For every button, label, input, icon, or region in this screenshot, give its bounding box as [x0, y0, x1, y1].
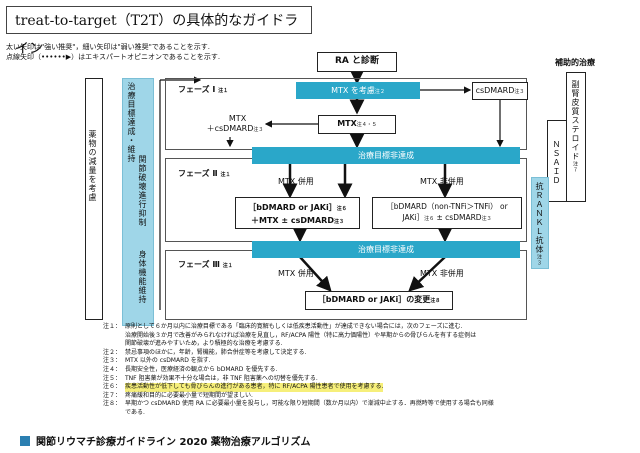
phase3-change-box: ［bDMARD or JAKi］の変更注８: [305, 291, 453, 310]
note-text: TNF 阻害薬が効果不十分な場合は，非 TNF 阻害薬への切替を優先する.: [125, 374, 318, 382]
notes: 注１：原則として６か月以内に治療目標である「臨床的寛解もしくは低疾患活動性」が達…: [103, 323, 618, 418]
target-label: 治療目標達成・維持: [127, 82, 136, 163]
mtx-box: MTX注４・５: [318, 115, 396, 134]
note-text: 原則として６か月以内に治療目標である「臨床的寛解もしくは低疾患活動性」が達成でき…: [125, 323, 463, 330]
function-label: 身体機能維持: [138, 250, 147, 304]
note-row: 治療開始後３か月で改善がみられなければ治療を見直し，RF/ACPA 陽性（特に高…: [103, 332, 618, 341]
phase2-label: フェーズ Ⅱ 注１: [178, 169, 231, 178]
drug-reduction-label: 薬物の減量を考慮: [88, 130, 97, 202]
joint-label: 関節破壊進行抑制: [138, 155, 147, 227]
note-row: 注４：長期安全性，医療経済の観点から bDMARD を優先する.: [103, 366, 618, 375]
mtx-plus-csdmard: MTX ＋csDMARD注３: [206, 114, 264, 133]
legend-line-1: 太い矢印は"強い推奨"，細い矢印は"弱い推奨"であることを示す.: [6, 43, 211, 51]
note-text: MTX 以外の csDMARD を指す.: [125, 357, 211, 365]
phase2-mtx-use: MTX 併用: [278, 177, 314, 186]
note-row: 注６：疾患活動性が低下しても骨びらんの進行がある患者，特に RF/ACPA 陽性…: [103, 383, 618, 392]
note-row: である.: [103, 409, 618, 418]
nsaid-label: ＮＳＡＩＤ: [552, 140, 561, 185]
note-text: 早期かつ csDMARD 使用 RA に必要最小量を投与し，可能な限り短期間（数…: [125, 400, 494, 408]
note-key: [103, 409, 125, 418]
note-text: である.: [125, 408, 145, 416]
band-fail-1: 治療目標非達成: [252, 147, 520, 164]
note-row: 注１：原則として６か月以内に治療目標である「臨床的寛解もしくは低疾患活動性」が達…: [103, 323, 618, 332]
note-text: 治療開始後３か月で改善がみられなければ治療を見直し，RF/ACPA 陽性（特に高…: [125, 331, 477, 339]
support-header: 補助的治療: [555, 58, 595, 67]
note-key: 注８：: [103, 400, 122, 408]
note-text: 疾患活動性が低下しても骨びらんの進行がある患者，特に RF/ACPA 陽性患者で…: [125, 383, 384, 392]
footer: 関節リウマチ診療ガイドライン 2020 薬物治療アルゴリズム: [20, 433, 311, 448]
note-row: 注２：禁忌事項のほかに，年齢，腎機能，肺合併症等を考慮して決定する.: [103, 349, 618, 358]
phase2-right-box: ［bDMARD（non-TNFi＞TNFi） or JAKi］注６ ± csDM…: [372, 197, 522, 229]
nsaid-column: [547, 120, 567, 202]
note-key: [103, 332, 125, 341]
note-key: [103, 340, 125, 349]
note-row: 注３：MTX 以外の csDMARD を指す.: [103, 357, 618, 366]
note-key: 注５：: [103, 374, 122, 382]
note-row: 関節破壊が進みやすいため，より積極的な治療を考慮する.: [103, 340, 618, 349]
note-text: 疼痛緩和目的に必要最小量で短期間が望ましい.: [125, 391, 253, 399]
note-key: 注２：: [103, 348, 122, 356]
note-key: 注６：: [103, 383, 122, 391]
phase1-band: MTX を考慮注２: [296, 82, 420, 99]
legend: 太い矢印は"強い推奨"，細い矢印は"弱い推奨"であることを示す. 点線矢印（••…: [6, 42, 326, 62]
steroid-label: 副腎皮質ステロイド注７: [571, 80, 580, 173]
note-row: 注８：早期かつ csDMARD 使用 RA に必要最小量を投与し，可能な限り短期…: [103, 400, 618, 409]
footer-title: 関節リウマチ診療ガイドライン 2020 薬物治療アルゴリズム: [36, 437, 311, 448]
note-row: 注７：疼痛緩和目的に必要最小量で短期間が望ましい.: [103, 392, 618, 401]
legend-line-2: 点線矢印（••••••▶）はエキスパートオピニオンであることを示す.: [6, 53, 221, 61]
note-key: 注４：: [103, 365, 122, 373]
note-key: 注１：: [103, 323, 122, 330]
note-key: 注７：: [103, 391, 122, 399]
anti-rankl-label: 抗ＲＡＮＫＬ抗体注３: [535, 182, 544, 266]
phase3-mtx-use: MTX 併用: [278, 269, 314, 278]
target-column: [122, 78, 154, 326]
note-text: 関節破壊が進みやすいため，より積極的な治療を考慮する.: [125, 340, 283, 348]
note-key: 注３：: [103, 357, 122, 365]
drug-reduction-box: [85, 78, 103, 320]
csdmard-box: csDMARD注３: [472, 82, 528, 100]
anti-rankl-column: [531, 177, 549, 269]
note-text: 禁忌事項のほかに，年齢，腎機能，肺合併症等を考慮して決定する.: [125, 348, 307, 356]
book-icon: [20, 435, 30, 446]
note-text: 長期安全性，医療経済の観点から bDMARD を優先する.: [125, 365, 278, 373]
start-box: RA と診断: [317, 52, 397, 72]
phase1-label: フェーズ Ⅰ 注１: [178, 85, 229, 94]
phase2-left-box: ［bDMARD or JAKi］注６ ＋MTX ± csDMARD注３: [235, 197, 360, 229]
band-fail-2: 治療目標非達成: [252, 241, 520, 258]
phase3-mtx-nonuse: MTX 非併用: [420, 269, 464, 278]
page-title: treat-to-target（T2T）の具体的なガイドライン: [6, 6, 312, 57]
note-row: 注５：TNF 阻害薬が効果不十分な場合は，非 TNF 阻害薬への切替を優先する.: [103, 375, 618, 384]
phase3-label: フェーズ Ⅲ 注１: [178, 260, 233, 269]
phase2-mtx-nonuse: MTX 非併用: [420, 177, 464, 186]
